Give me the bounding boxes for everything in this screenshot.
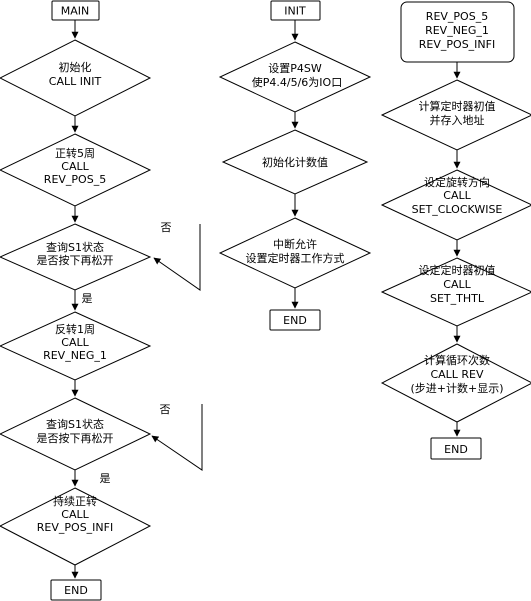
init-end-label: END (283, 314, 307, 327)
main-flow (0, 0, 203, 601)
main-rev1-label-1: 反转1周 (55, 322, 95, 336)
rev-loop-diamond (380, 343, 531, 423)
main-init-label-1: 初始化 (59, 60, 92, 74)
rev-end-label: END (444, 443, 468, 456)
main-cont-label-2: CALL (61, 508, 89, 521)
rev-dir-diamond (380, 169, 531, 241)
main-query1-label-2: 是否按下再松开 (37, 253, 114, 267)
init-int-label-2: 设置定时器工作方式 (246, 251, 345, 265)
init-labels: INIT 设置P4SW 使P4.4/5/6为IO口 初始化计数值 中断允许 设置… (246, 5, 345, 328)
main-start-box (51, 0, 100, 21)
init-p4sw-label-2: 使P4.4/5/6为IO口 (252, 76, 342, 89)
main-rev1-label-2: CALL (61, 336, 89, 349)
main-fwd5-label-1: 正转5周 (55, 146, 95, 160)
main-query2-diamond (0, 397, 152, 471)
main-end-label: END (64, 584, 88, 597)
main-fwd5-label-2: CALL (61, 160, 89, 173)
rev-timer-label-3: SET_THTL (430, 292, 485, 305)
main-query1-yes-label: 是 (82, 292, 93, 305)
rev-timer-label-1: 设定定时器初值 (419, 263, 496, 277)
rev-start-label-2: REV_NEG_1 (425, 24, 489, 37)
rev-dir-label-2: CALL (443, 189, 471, 202)
main-query1-label-1: 查询S1状态 (46, 240, 104, 254)
rev-dir-label-1: 设定旋转方向 (424, 175, 490, 189)
main-rev1-label-3: REV_NEG_1 (43, 349, 107, 362)
rev-timer-diamond (380, 257, 531, 327)
rev-dir-label-3: SET_CLOCKWISE (412, 203, 503, 216)
main-query2-label-1: 查询S1状态 (46, 417, 104, 431)
main-query2-no-label: 否 (160, 403, 171, 416)
main-init-diamond (0, 39, 152, 117)
main-start-label: MAIN (61, 5, 90, 18)
main-query2-label-2: 是否按下再松开 (37, 431, 114, 445)
rev-calc-diamond (380, 79, 531, 151)
main-end-box (50, 579, 102, 601)
main-query1-diamond (0, 223, 152, 291)
main-init-label-2: CALL INIT (49, 75, 102, 88)
init-p4sw-diamond (218, 41, 372, 113)
main-rev1-diamond (0, 311, 152, 381)
rev-start-box (400, 1, 515, 63)
rev-start-label-3: REV_POS_INFI (419, 38, 495, 51)
main-fwd5-diamond (0, 133, 152, 207)
rev-start-label-1: REV_POS_5 (426, 10, 488, 23)
init-start-label: INIT (284, 5, 306, 18)
init-int-label-1: 中断允许 (273, 237, 317, 251)
rev-calc-label-2: 并存入地址 (430, 113, 485, 127)
init-counter-label: 初始化计数值 (262, 155, 328, 169)
rev-flow (380, 1, 531, 460)
query2-loop-arrow (151, 404, 203, 471)
init-p4sw-label-1: 设置P4SW (268, 62, 322, 75)
init-end-box (269, 309, 321, 331)
query1-loop-arrow (153, 224, 201, 291)
rev-labels: REV_POS_5 REV_NEG_1 REV_POS_INFI 计算定时器初值… (410, 10, 503, 456)
main-query1-no-label: 否 (161, 221, 172, 234)
rev-timer-label-2: CALL (443, 278, 471, 291)
rev-calc-label-1: 计算定时器初值 (419, 99, 496, 113)
init-flow (218, 0, 372, 331)
main-cont-label-1: 持续正转 (53, 494, 97, 508)
init-start-box (270, 0, 321, 21)
rev-loop-label-1: 计算循环次数 (424, 353, 490, 367)
init-int-diamond (218, 217, 372, 289)
main-fwd5-label-3: REV_POS_5 (44, 173, 106, 186)
init-counter-diamond (221, 129, 369, 195)
rev-loop-label-2: CALL REV (430, 368, 484, 381)
main-query2-yes-label: 是 (100, 472, 111, 485)
rev-loop-label-3: (步进+计数+显示) (410, 382, 503, 395)
main-cont-diamond (0, 487, 152, 566)
main-cont-label-3: REV_POS_INFI (37, 521, 113, 534)
main-labels: MAIN 初始化 CALL INIT 正转5周 CALL REV_POS_5 查… (37, 5, 172, 598)
rev-end-box (430, 437, 482, 460)
